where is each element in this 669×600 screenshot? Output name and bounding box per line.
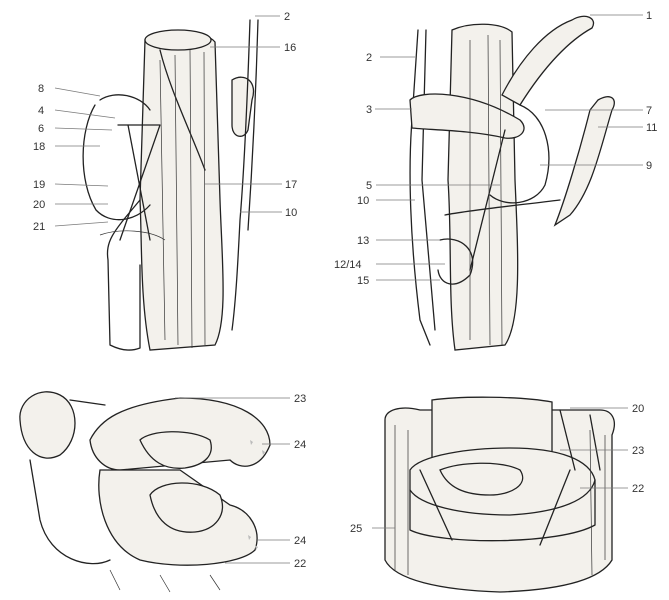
label-15: 15	[357, 275, 369, 287]
label-17: 17	[285, 179, 297, 191]
label-8: 8	[38, 83, 44, 95]
label-21: 21	[33, 221, 45, 233]
label-1: 1	[646, 10, 652, 22]
label-10-left: 10	[285, 207, 297, 219]
label-2-left: 2	[284, 11, 290, 23]
label-6: 6	[38, 123, 44, 135]
label-19: 19	[33, 179, 45, 191]
label-12-14: 12/14	[334, 259, 362, 271]
panel-bottom-left	[20, 392, 270, 592]
label-22-left: 22	[294, 558, 306, 570]
label-23-right: 23	[632, 445, 644, 457]
label-7: 7	[646, 105, 652, 117]
label-20-right: 20	[632, 403, 644, 415]
label-5: 5	[366, 180, 372, 192]
panel-top-left	[83, 20, 258, 350]
panel-top-right	[410, 16, 614, 350]
label-24-top: 24	[294, 439, 306, 451]
label-13: 13	[357, 235, 369, 247]
label-25: 25	[350, 523, 362, 535]
label-9: 9	[646, 160, 652, 172]
label-22-right: 22	[632, 483, 644, 495]
label-20-left: 20	[33, 199, 45, 211]
label-16: 16	[284, 42, 296, 54]
panel-bottom-right	[385, 397, 614, 592]
label-10-right: 10	[357, 195, 369, 207]
label-2-right: 2	[366, 52, 372, 64]
label-18: 18	[33, 141, 45, 153]
label-4: 4	[38, 105, 44, 117]
label-3: 3	[366, 104, 372, 116]
label-24-bottom: 24	[294, 535, 306, 547]
label-11: 11	[646, 122, 657, 134]
label-23-left: 23	[294, 393, 306, 405]
